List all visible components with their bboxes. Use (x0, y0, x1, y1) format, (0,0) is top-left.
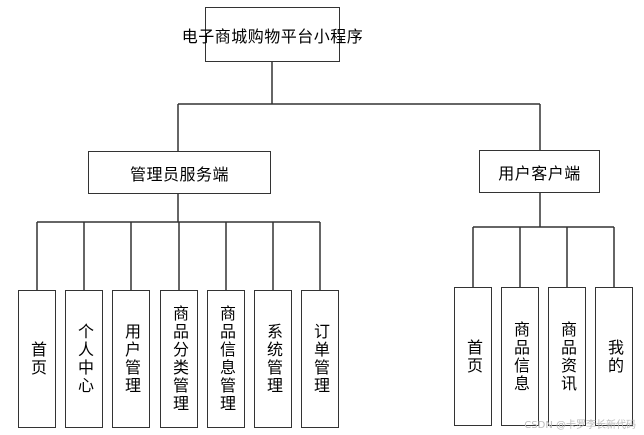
user-child-product-news: 商品资讯 (548, 287, 586, 426)
admin-child-system-management-label: 系统管理 (264, 323, 283, 395)
admin-child-product-info-management-label: 商品信息管理 (217, 305, 236, 413)
root-node: 电子商城购物平台小程序 (182, 7, 363, 62)
user-branch-node: 用户客户端 (479, 150, 600, 193)
admin-child-product-info-management: 商品信息管理 (207, 290, 245, 428)
admin-child-personal-center: 个人中心 (65, 290, 103, 428)
user-child-mine-label: 我的 (605, 338, 624, 375)
admin-branch-node: 管理员服务端 (88, 151, 271, 194)
root-node-label: 电子商城购物平台小程序 (181, 26, 364, 46)
user-child-home: 首页 (454, 287, 492, 426)
admin-child-system-management: 系统管理 (254, 290, 292, 428)
user-child-product-info-label: 商品信息 (511, 320, 530, 393)
admin-child-user-management-label: 用户管理 (122, 323, 141, 395)
admin-child-user-management: 用户管理 (112, 290, 150, 428)
user-child-product-news-label: 商品资讯 (558, 320, 577, 393)
admin-child-category-management-label: 商品分类管理 (170, 305, 189, 413)
user-branch-label: 用户客户端 (498, 163, 581, 183)
user-child-mine: 我的 (595, 287, 633, 426)
admin-child-order-management: 订单管理 (301, 290, 339, 428)
watermark: CSDN @卡罗李长新代码 (524, 420, 636, 431)
user-child-product-info: 商品信息 (501, 287, 539, 426)
admin-child-home: 首页 (18, 290, 56, 428)
admin-branch-label: 管理员服务端 (129, 164, 229, 184)
admin-child-category-management: 商品分类管理 (160, 290, 198, 428)
admin-child-home-label: 首页 (28, 341, 47, 377)
admin-child-personal-center-label: 个人中心 (75, 323, 94, 395)
user-child-home-label: 首页 (464, 338, 483, 375)
admin-child-order-management-label: 订单管理 (311, 323, 330, 395)
